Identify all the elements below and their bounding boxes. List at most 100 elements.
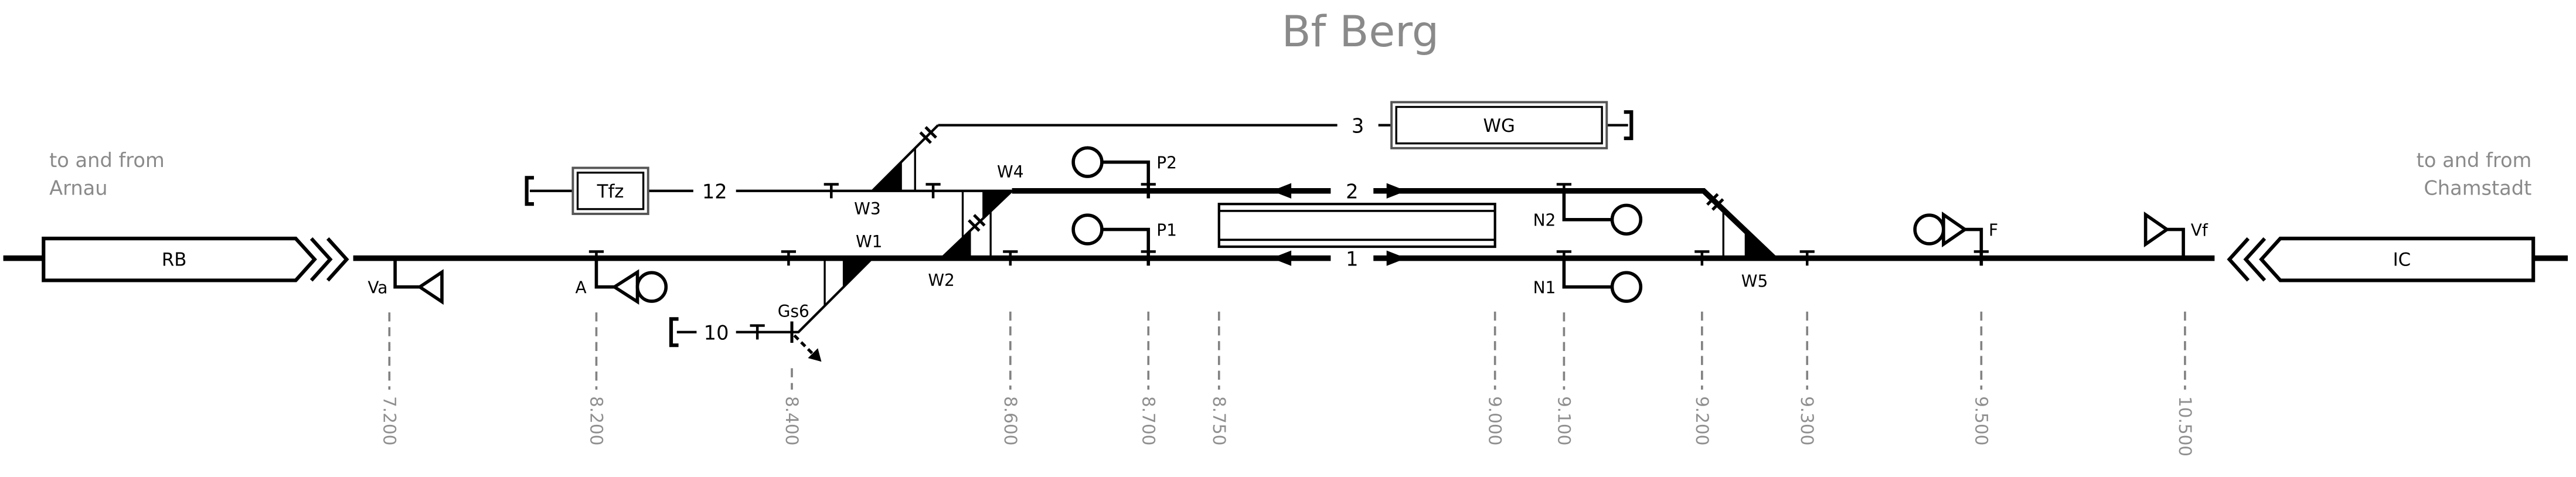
arrow-left-track2 <box>1271 183 1292 199</box>
switch-w5-label: W5 <box>1741 271 1768 291</box>
signal-a-mast <box>594 258 615 289</box>
page-title: Bf Berg <box>1282 7 1440 57</box>
left-destination-line1: to and from <box>49 149 165 172</box>
track-1-label: 1 <box>1346 248 1358 271</box>
switch-w1-triangle <box>842 258 873 288</box>
switch-w2-label: W2 <box>928 271 955 290</box>
fouling-point-marks <box>823 148 1724 306</box>
signal-p1-main-circle <box>1071 213 1104 246</box>
signal-n2-label: N2 <box>1533 211 1556 230</box>
km-label: 8.700 <box>1138 396 1158 445</box>
facility-boxes: Tfz WG <box>571 101 1608 215</box>
gs6-throw-arrow-shaft <box>793 334 815 356</box>
wg-box-label: WG <box>1483 115 1515 137</box>
signal-p1-mast <box>1101 227 1151 266</box>
ic-chevron-2 <box>2227 237 2250 282</box>
wg-box-outer <box>1390 101 1608 149</box>
signal-n1-mast <box>1562 258 1612 289</box>
arrow-right-track1 <box>1386 250 1407 266</box>
track-3-label: 3 <box>1352 114 1364 137</box>
t-mark <box>781 250 797 266</box>
buffer-stops <box>525 110 1634 347</box>
km-label: 9.500 <box>1971 396 1991 445</box>
arrow-left-track1 <box>1271 250 1292 266</box>
signal-a-label: A <box>575 278 586 298</box>
switch-w1-label: W1 <box>856 232 883 251</box>
track-10-label: 10 <box>704 322 729 345</box>
tfz-box-label: Tfz <box>597 181 624 202</box>
signal-n1: N1 <box>1533 258 1643 303</box>
signal-va-label: Va <box>367 278 387 298</box>
t-mark <box>1003 250 1018 266</box>
t-mark <box>750 324 765 340</box>
km-label: 9.000 <box>1485 396 1505 445</box>
tick-pair-crossover <box>968 214 986 232</box>
signal-n1-label: N1 <box>1533 278 1556 298</box>
signal-va-distant-triangle <box>417 269 444 305</box>
km-label: 9.200 <box>1692 396 1712 445</box>
km-labels: 7.200 8.200 8.400 8.600 8.700 8.750 9.00… <box>379 396 2195 456</box>
signal-p2: P2 <box>1071 146 1177 199</box>
tfz-box-outer <box>571 166 649 215</box>
signal-p1: P1 <box>1071 213 1177 266</box>
track-2-label: 2 <box>1346 180 1358 203</box>
signal-a-main-circle <box>635 271 668 303</box>
signal-vf-mast <box>2167 227 2185 261</box>
t-mark <box>1799 250 1815 266</box>
signal-f-mast <box>1965 227 1983 266</box>
ic-train-box <box>2259 236 2536 282</box>
ic-train-label: IC <box>2393 249 2411 270</box>
signal-f-main-circle <box>1913 213 1945 246</box>
signal-a-distant-triangle <box>611 269 639 305</box>
arrow-right-track2 <box>1386 183 1407 199</box>
km-label: 9.100 <box>1554 396 1574 445</box>
tick-pair-w5-ramp <box>1706 193 1724 211</box>
switch-w2-triangle <box>941 229 971 258</box>
right-destination-line1: to and from <box>2417 149 2532 172</box>
signal-p2-label: P2 <box>1156 154 1177 173</box>
buffer-stop-track10 <box>669 317 679 347</box>
direction-arrows <box>1271 183 1407 266</box>
switch-w4-label: W4 <box>997 162 1024 182</box>
signal-vf-label: Vf <box>2191 220 2209 240</box>
track-3-line <box>871 124 1628 192</box>
signal-p1-label: P1 <box>1156 220 1177 240</box>
left-destination-line2: Arnau <box>49 177 107 200</box>
km-label: 8.750 <box>1209 396 1229 445</box>
km-label: 10.500 <box>2175 396 2195 456</box>
tick-pair-w3-ramp <box>919 126 937 144</box>
signal-n1-main-circle <box>1610 271 1643 303</box>
ic-chevron-1 <box>2243 237 2267 282</box>
train-rb: RB <box>42 236 349 282</box>
derailer-gs6: Gs6 <box>778 302 822 362</box>
track-12-label: 12 <box>702 180 727 203</box>
signal-n2-mast <box>1562 190 1612 222</box>
signal-p2-main-circle <box>1071 146 1104 178</box>
buffer-stop-track12 <box>525 176 534 206</box>
signal-vf-distant-triangle <box>2143 212 2170 248</box>
signal-f-distant-triangle <box>1942 212 1968 248</box>
km-label: 9.300 <box>1797 396 1817 445</box>
km-label: 7.200 <box>379 396 399 445</box>
track-number-labels: 1 2 3 10 12 <box>702 114 1364 344</box>
gs6-throw-arrow-head <box>808 348 822 362</box>
rb-train-box <box>42 236 317 282</box>
t-mark <box>925 183 941 199</box>
gs6-label: Gs6 <box>778 302 809 321</box>
signal-n2: N2 <box>1533 190 1643 236</box>
signal-va: Va <box>367 258 444 305</box>
signal-a: A <box>575 258 668 305</box>
km-label: 8.400 <box>782 396 802 445</box>
signal-f-label: F <box>1989 220 1998 240</box>
buffer-stop-track3 <box>1624 110 1634 141</box>
signal-vf: Vf <box>2143 212 2209 261</box>
tfz-box-inner <box>576 171 645 210</box>
switch-labels: W1 W2 W3 W4 W5 <box>854 162 1768 291</box>
track-section-ticks <box>919 126 1724 232</box>
signal-va-mast <box>393 258 420 289</box>
rb-train-label: RB <box>162 249 187 270</box>
signal-n2-main-circle <box>1610 203 1643 236</box>
t-mark <box>1694 250 1710 266</box>
